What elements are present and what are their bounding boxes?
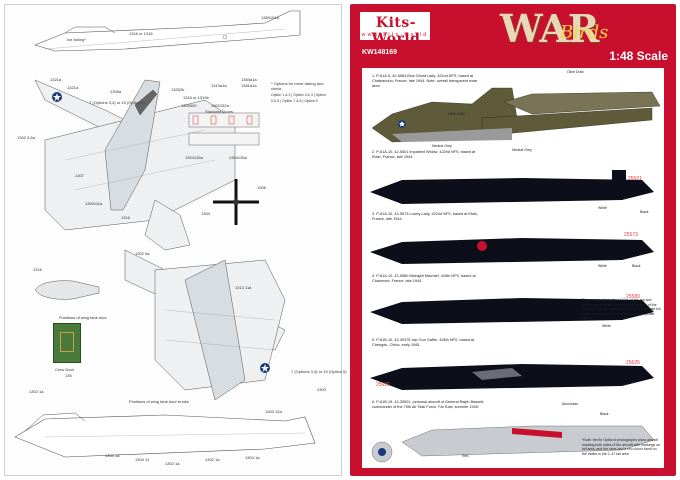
option-2-profile	[370, 170, 654, 204]
option-6-callout-alu: Aluminium	[562, 402, 579, 406]
option-5-text: 5. P-61B-10, 42-39375 Jap Gun Gaffer, 42…	[372, 338, 475, 347]
label-b2: 1302152a	[211, 103, 229, 108]
label-opt-list: Option 1 & 2 | Option 3 & 4 | Option 5 &…	[271, 93, 326, 103]
option-2-serial: 25501	[628, 176, 642, 182]
logo-url: w w w . k i t s - w o r l d . c o m	[361, 32, 431, 44]
label-top-a: 1369101a	[261, 15, 279, 20]
underside-aircraft-drawing	[124, 249, 286, 401]
option-4-text: 4. P-61A-10, 42-5580 Midnight Mischief, …	[372, 274, 476, 283]
stencil-placement-sheet: 1369101a 1316 or 1316 Ice fairing* 1321a…	[4, 4, 347, 476]
standard-doors-drawing	[188, 112, 260, 146]
option-4-serial: 25580	[626, 294, 640, 300]
label-top-n: 1313a1a	[211, 83, 227, 88]
label-top-m: 1316 or 1319b	[183, 95, 209, 100]
warbirds-logo-war: WAR	[500, 6, 599, 51]
option-3-callout-white: White	[598, 264, 607, 268]
logo-text: Kits-World	[371, 15, 421, 47]
label-l1: 1302 3 8a	[17, 135, 35, 140]
label-opt-note: * Options for more daring and check	[271, 81, 324, 91]
option-6-profile	[371, 425, 655, 463]
bottom-side-view-drawing	[14, 412, 316, 458]
label-bt1: 1303	[317, 387, 326, 392]
option-4-profile	[370, 298, 654, 324]
option-3-callout-black: Black	[632, 264, 641, 268]
option-6-text: 6. P-61B-15, 42-39501, personal aircraft…	[372, 400, 485, 409]
drop-tank-drawing	[34, 280, 100, 300]
option-3-serial: 25573	[624, 232, 638, 238]
label-top-i: 13202b	[171, 87, 185, 92]
label-w1: 1302 1a	[29, 389, 44, 394]
kits-world-logo: Kits-World w w w . k i t s - w o r l d .…	[360, 12, 430, 47]
label-top-g: 1381a1a	[241, 83, 257, 88]
label-bt2: 1303 12a	[265, 409, 282, 414]
label-bot2: 1304 11	[135, 457, 150, 462]
scale-label: 1:48 Scale	[609, 49, 668, 63]
label-top-j: 1309a	[110, 89, 122, 94]
option-6-callout-black: Black	[600, 412, 609, 416]
option-1-profile	[371, 87, 653, 143]
crew-door-box	[53, 323, 81, 363]
label-top-c: Ice fairing*	[67, 37, 86, 42]
option-5-serial-b: 25626	[376, 382, 390, 388]
label-w2: Positions of wing tank door trunks	[129, 399, 189, 404]
side-view-fuselage-drawing	[34, 10, 301, 52]
option-1-callout-2: Olive Drab	[448, 112, 465, 116]
label-l4: 1300111a	[85, 201, 103, 206]
propeller-drawing	[213, 179, 259, 225]
option-5-profile	[370, 364, 654, 390]
option-2-callout-white: White	[598, 206, 607, 210]
label-top-d: 1321a	[50, 77, 62, 82]
option-4-callout-white: White	[602, 324, 611, 328]
option-6-callout-red: Red	[462, 454, 469, 458]
label-crew-door: Crew Door	[55, 367, 75, 372]
label-bot1: 1304 1a	[105, 453, 120, 458]
profiles-panel: 1. P-61A-5, 42-5564 Blue Ghost Lady, 422…	[362, 68, 664, 468]
label-b5: 1304135a	[185, 155, 203, 160]
label-top-b: 1316 or 1316	[129, 31, 153, 36]
label-p3: 1306	[257, 185, 266, 190]
label-b6: 1304135a	[229, 155, 247, 160]
label-m1: 1302 0a	[135, 251, 150, 256]
note-top: Please note where the Lt. Col. or the to…	[582, 298, 661, 321]
label-drop2: Positions of wing tank door	[59, 315, 107, 320]
colour-profile-sheet: Kits-World w w w . k i t s - w o r l d .…	[350, 4, 676, 476]
option-5-serial: 25625	[626, 360, 640, 366]
label-drop1: 1316	[33, 267, 42, 272]
label-opt-a: T (Options 3,4) or 15 (Option 5)	[89, 100, 145, 105]
option-2-text: 2. P-61A-10, 42-5501 Impatient Widow, 42…	[372, 150, 476, 159]
label-crew-door-num: 135	[65, 373, 72, 378]
option-1-alt-profile	[503, 91, 661, 115]
product-code: KW148169	[362, 49, 398, 56]
label-top-f: 1384a1a	[241, 77, 257, 82]
note-bottom: *Note: the fin Option 6 photographs show…	[582, 438, 661, 456]
label-p2: 1307	[75, 173, 84, 178]
option-3-text: 3. P-61A-10, 42-5573 Lovely Lady, 422nd …	[372, 212, 479, 221]
option-3-profile	[370, 238, 654, 264]
label-b1: 1302600	[181, 103, 197, 108]
label-bot4: 1302 1a	[205, 457, 220, 462]
label-top-e: 1321a	[67, 85, 79, 90]
label-m2: 1313 11a	[235, 285, 252, 290]
option-1-callout-4: Neutral Grey	[512, 148, 532, 152]
option-1-callout-3: Neutral Grey	[432, 144, 452, 148]
option-2-callout-black: Black	[640, 210, 649, 214]
label-bot5: 1304 1a	[245, 455, 260, 460]
top-down-aircraft-drawing	[34, 79, 236, 251]
label-opt-b: 7 (Options 3,4) or 15 (Option 5)	[291, 369, 347, 374]
label-p4: 1304	[201, 211, 210, 216]
warbirds-logo-birds: Birds	[560, 22, 609, 43]
option-1-text: 1. P-61A-5, 42-5564 Blue Ghost Lady, 422…	[372, 74, 478, 88]
label-bot3: 1302 1a	[165, 461, 180, 466]
label-p1: 1316	[121, 215, 130, 220]
option-1-callout-1: Olive Drab	[567, 70, 584, 74]
label-standard-doors: Standard Doors	[205, 109, 234, 114]
